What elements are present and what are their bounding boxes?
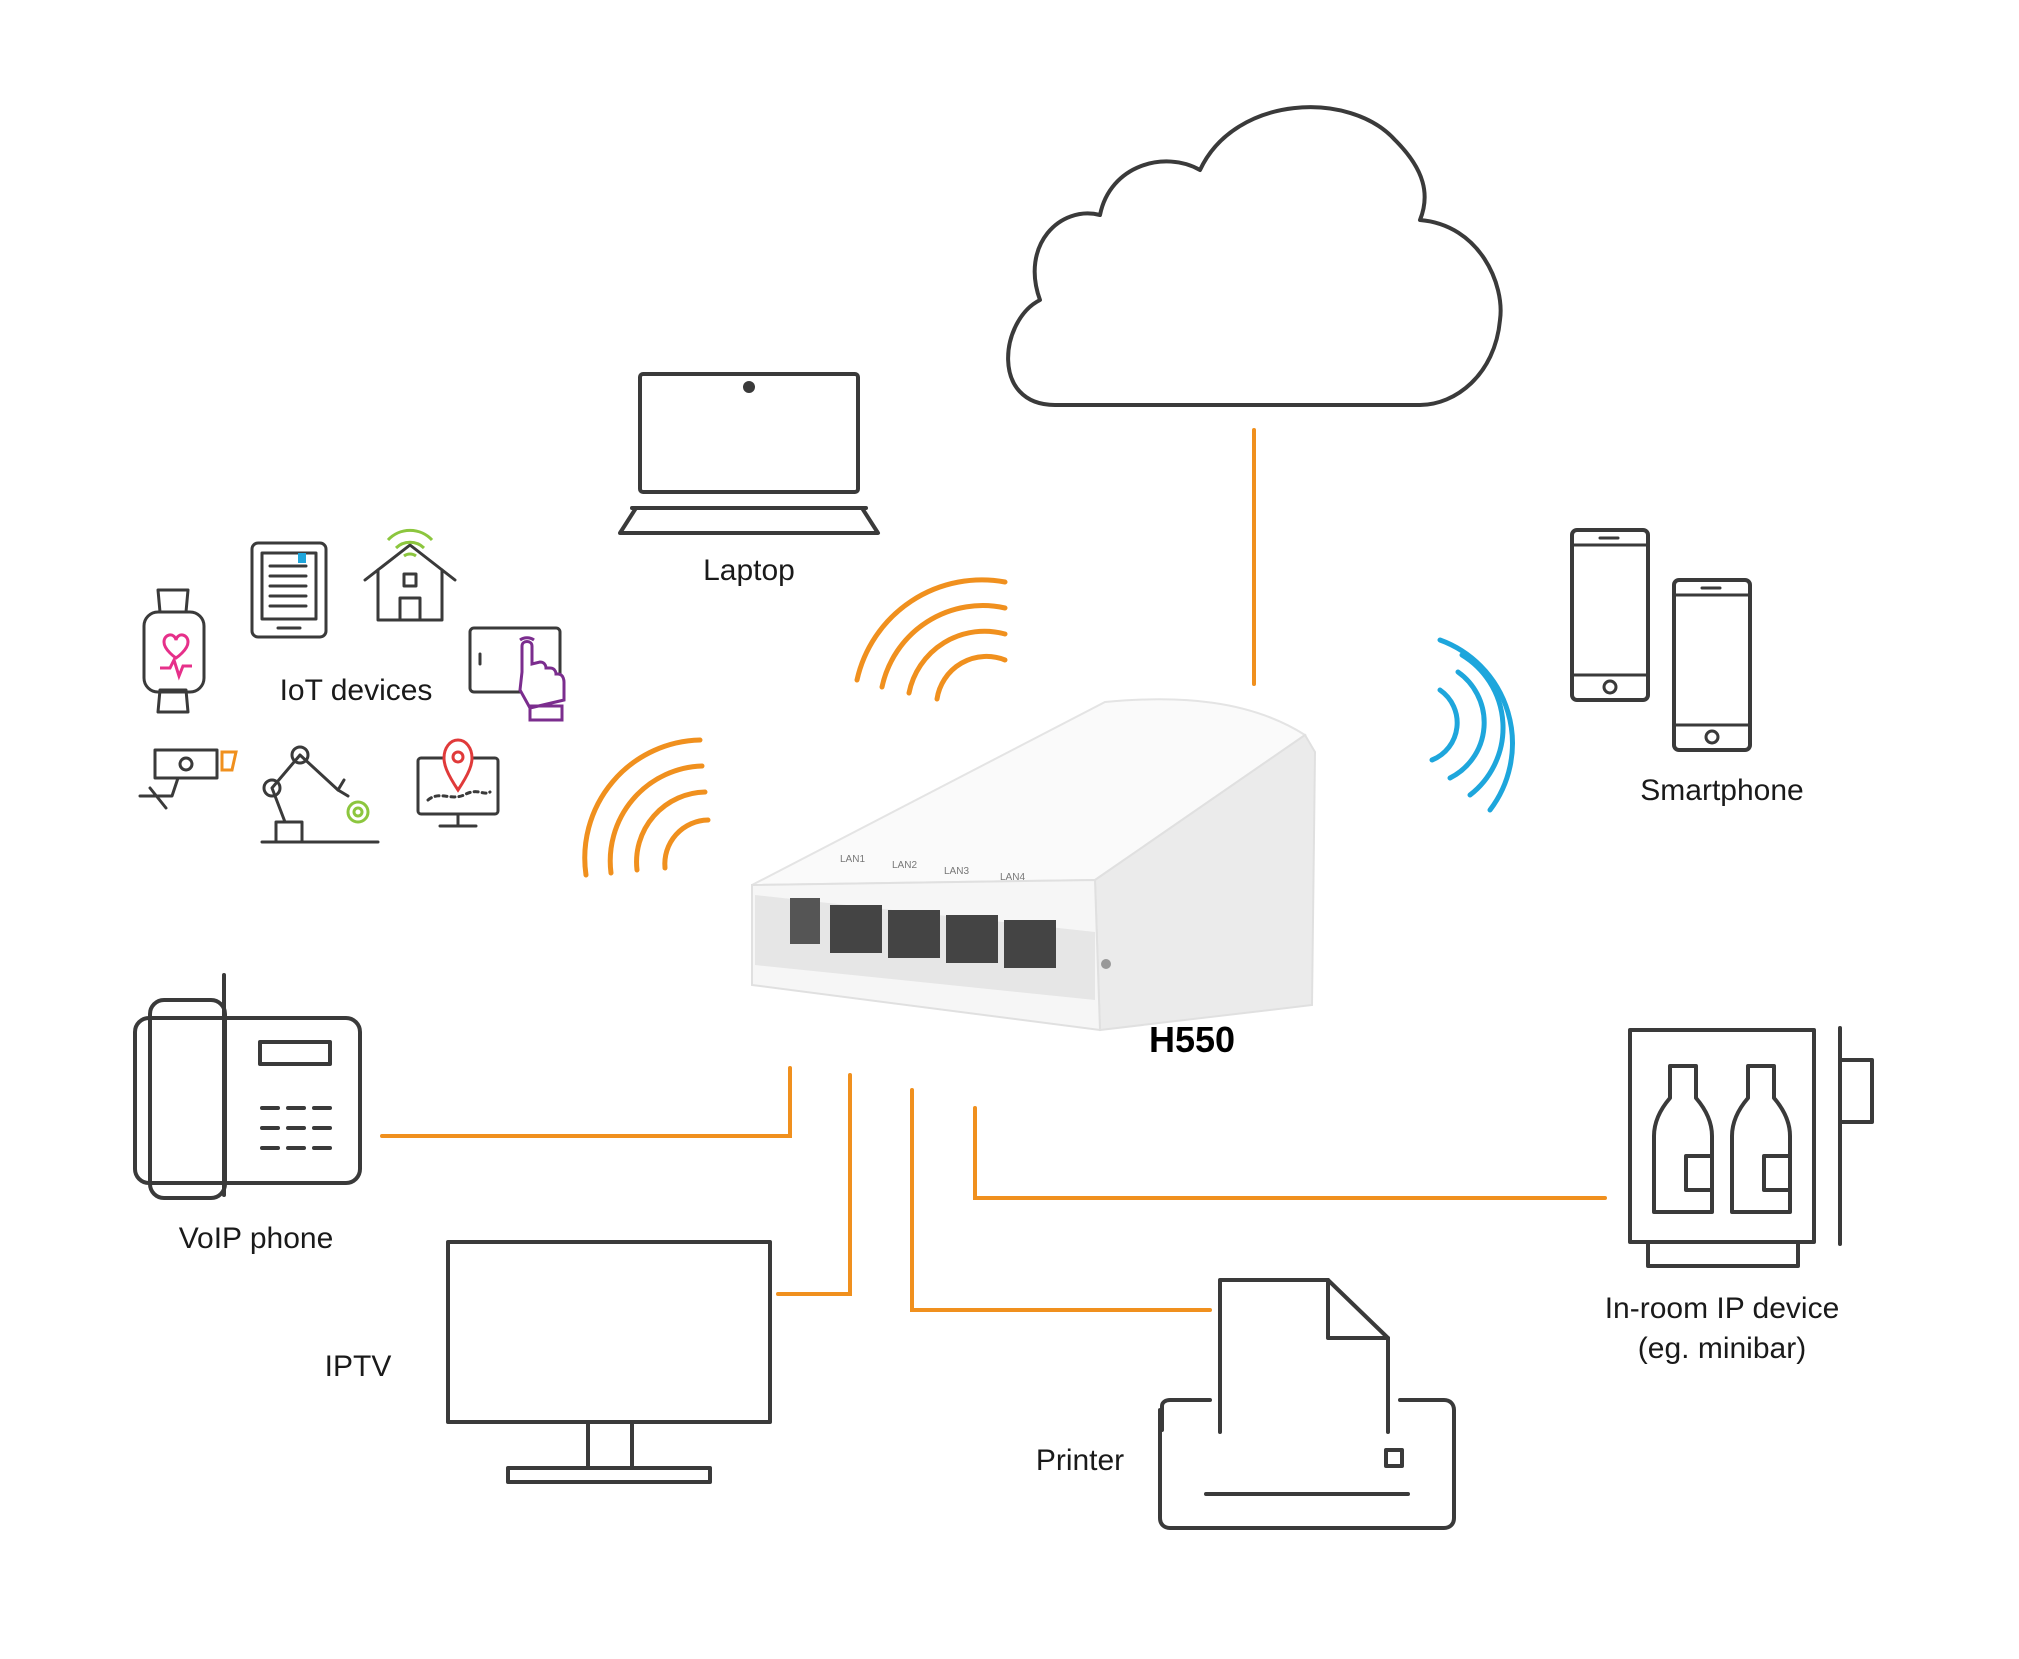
- inroom-label-line1: In-room IP device: [1605, 1292, 1840, 1325]
- smartphone-icon: [1570, 528, 1752, 752]
- voip-label: VoIP phone: [179, 1222, 334, 1255]
- smartphone-label: Smartphone: [1640, 774, 1803, 807]
- port-label-lan3: LAN3: [944, 866, 969, 877]
- inroom-label-line2: (eg. minibar): [1638, 1332, 1806, 1365]
- inroom-connection-line: [973, 1106, 1607, 1200]
- printer-connection-line: [910, 1088, 1212, 1312]
- ethernet-ports: [830, 905, 1056, 968]
- laptop-label: Laptop: [703, 554, 795, 587]
- ebook-reader-icon: [250, 541, 328, 639]
- monitor-icon: [446, 1240, 772, 1484]
- wifi-waves-top: [854, 577, 1008, 702]
- iot-devices-cluster: [138, 528, 566, 844]
- minibar-icon: [1628, 1026, 1874, 1268]
- laptop-icon: [618, 372, 880, 535]
- desk-phone-icon: [133, 973, 362, 1200]
- wifi-waves-right: [1429, 637, 1515, 813]
- wifi-waves-left: [582, 737, 711, 878]
- device-label: H550: [1149, 1019, 1235, 1060]
- tablet-touch-icon: [468, 626, 566, 722]
- smartwatch-icon: [142, 588, 206, 714]
- voip-connection-line: [380, 1066, 792, 1138]
- iot-label: IoT devices: [280, 674, 433, 707]
- heart-shape: [162, 633, 190, 660]
- printer-label: Printer: [1036, 1444, 1124, 1477]
- port-label-lan1: LAN1: [840, 854, 865, 865]
- iptv-label: IPTV: [325, 1350, 392, 1383]
- port-label-lan2: LAN2: [892, 860, 917, 871]
- smart-home-icon: [363, 528, 457, 622]
- port-label-lan4: LAN4: [1000, 872, 1025, 883]
- robot-arm-icon: [260, 745, 380, 844]
- cloud-icon: [1006, 105, 1503, 407]
- iptv-connection-line: [776, 1073, 852, 1296]
- printer-icon: [1158, 1278, 1456, 1530]
- connection-lines: [380, 428, 1607, 1312]
- map-pin-monitor-icon: [416, 738, 500, 828]
- h550-device: LAN1 LAN2 LAN3 LAN4: [751, 698, 1317, 1032]
- camera-icon: [138, 748, 238, 810]
